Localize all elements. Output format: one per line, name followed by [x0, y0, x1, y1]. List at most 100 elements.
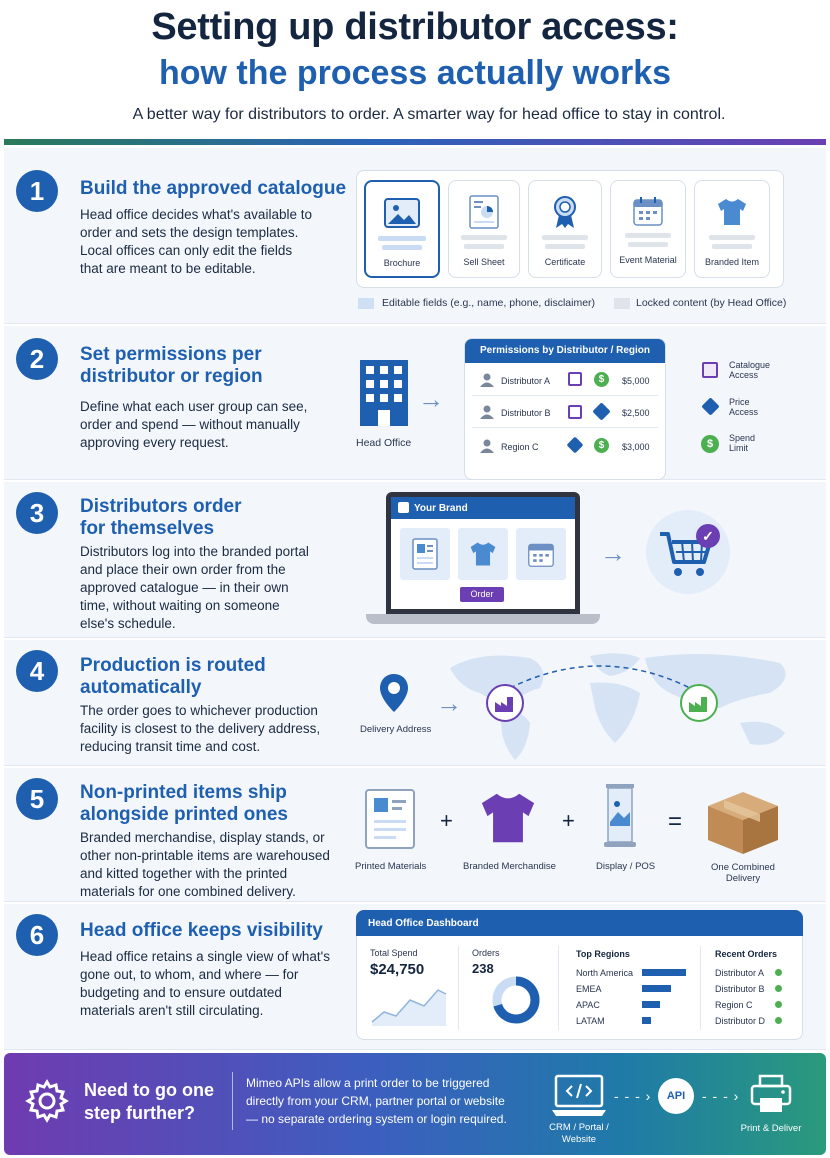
- printed-document-icon: [365, 789, 415, 849]
- permissions-panel-title: Permissions by Distributor / Region: [465, 339, 665, 363]
- step-1-number: 1: [16, 170, 58, 212]
- plus-operator: +: [562, 808, 575, 833]
- catalogue-item-sell-sheet[interactable]: Sell Sheet: [448, 180, 520, 278]
- gear-icon: [25, 1079, 69, 1123]
- display-pos-label: Display / POS: [596, 861, 656, 872]
- arrow-right-icon: →: [436, 688, 462, 718]
- spend-limit: $3,000: [622, 442, 650, 452]
- equals-operator: =: [668, 808, 683, 835]
- check-icon: ✓: [696, 524, 720, 548]
- document-icon: [412, 538, 438, 570]
- footer-text: Mimeo APIs allow a print order to be tri…: [246, 1076, 507, 1126]
- step-4-number: 4: [16, 650, 58, 692]
- region-bar: [642, 985, 671, 992]
- total-spend-label: Total Spend: [370, 948, 418, 958]
- status-dot: [775, 985, 782, 992]
- user-icon: [480, 439, 494, 453]
- tshirt-icon: [470, 542, 496, 566]
- brand-logo-icon: [398, 502, 409, 513]
- dashed-arrow-icon: - - - ›: [702, 1088, 740, 1104]
- portal-product-card[interactable]: [400, 528, 450, 580]
- permission-row-name: Region C: [501, 442, 539, 452]
- branded-merchandise-label: Branded Merchandise: [463, 861, 556, 872]
- catalogue-item-certificate[interactable]: Certificate: [528, 180, 602, 278]
- dashboard-title: Head Office Dashboard: [368, 918, 479, 929]
- factory-purple-icon: [486, 684, 524, 722]
- step-3-number: 3: [16, 492, 58, 534]
- calendar-icon: [633, 197, 663, 226]
- recent-order-item[interactable]: Distributor D: [715, 1016, 766, 1026]
- catalogue-icon: [702, 362, 718, 378]
- user-icon: [480, 373, 494, 387]
- catalogue-icon: [568, 372, 582, 386]
- step-2-section: [4, 326, 826, 480]
- order-button[interactable]: Order: [460, 587, 504, 602]
- printed-materials-label: Printed Materials: [355, 861, 427, 872]
- catalogue-item-event-material[interactable]: Event Material: [610, 180, 686, 278]
- portal-product-card[interactable]: [516, 528, 566, 580]
- recent-order-item[interactable]: Distributor B: [715, 984, 765, 994]
- region-bar: [642, 969, 686, 976]
- delivery-address-label: Delivery Address: [360, 724, 432, 735]
- footer-source-label: CRM / Portal /Website: [549, 1122, 609, 1145]
- status-dot: [775, 1017, 782, 1024]
- portal-header: [391, 497, 575, 519]
- step-1-title: Build the approved catalogue: [80, 178, 347, 199]
- region-label: EMEA: [576, 984, 602, 994]
- spend-limit: $5,000: [622, 376, 650, 386]
- dollar-icon: $: [594, 372, 609, 387]
- step-3-body: Distributors log into the branded portal…: [80, 544, 309, 631]
- calendar-icon: [528, 543, 554, 567]
- orders-donut-chart: [492, 976, 540, 1024]
- region-bar: [642, 1017, 651, 1024]
- arrow-right-icon: →: [600, 538, 626, 568]
- catalogue-icon: [568, 405, 582, 419]
- printer-icon: [750, 1074, 792, 1112]
- laptop-base: [366, 614, 600, 624]
- status-dot: [775, 969, 782, 976]
- page-title: Setting up distributor access:: [151, 6, 679, 48]
- world-map: [450, 653, 786, 760]
- orders-value: 238: [472, 961, 494, 976]
- dashed-arrow-icon: - - - ›: [614, 1088, 652, 1104]
- portal-brand: Your Brand: [414, 503, 468, 514]
- award-ribbon-icon: [554, 196, 576, 228]
- dashboard-header: [356, 910, 803, 936]
- portal-product-card[interactable]: [458, 528, 508, 580]
- spend-limit: $2,500: [622, 408, 650, 418]
- footer-dest-label: Print & Deliver: [740, 1123, 802, 1134]
- tshirt-icon: [718, 199, 746, 225]
- recent-order-item[interactable]: Distributor A: [715, 968, 765, 978]
- spend-line-chart: [371, 989, 447, 1026]
- box-icon: [708, 792, 778, 854]
- total-spend-value: $24,750: [370, 961, 425, 978]
- catalogue-item-brochure[interactable]: Brochure: [364, 180, 440, 278]
- locked-swatch: [614, 298, 630, 309]
- permission-row-name: Distributor A: [501, 376, 551, 386]
- factory-green-icon: [680, 684, 718, 722]
- region-bar: [642, 1001, 660, 1008]
- dollar-icon: $: [701, 435, 719, 453]
- permission-row: [472, 368, 658, 396]
- tshirt-icon: [481, 793, 535, 843]
- gradient-divider: [4, 139, 826, 145]
- display-stand-icon: [604, 784, 636, 847]
- step-6-number: 6: [16, 914, 58, 956]
- divider: [700, 946, 701, 1030]
- recent-order-item[interactable]: Region C: [715, 1000, 753, 1010]
- catalogue-item-branded-item[interactable]: Branded Item: [694, 180, 770, 278]
- arrow-right-icon: →: [418, 384, 444, 414]
- recent-orders-title: Recent Orders: [715, 949, 778, 959]
- laptop-code-icon: [552, 1074, 606, 1116]
- orders-label: Orders: [472, 948, 500, 958]
- editable-legend: Editable fields (e.g., name, phone, disc…: [382, 297, 596, 309]
